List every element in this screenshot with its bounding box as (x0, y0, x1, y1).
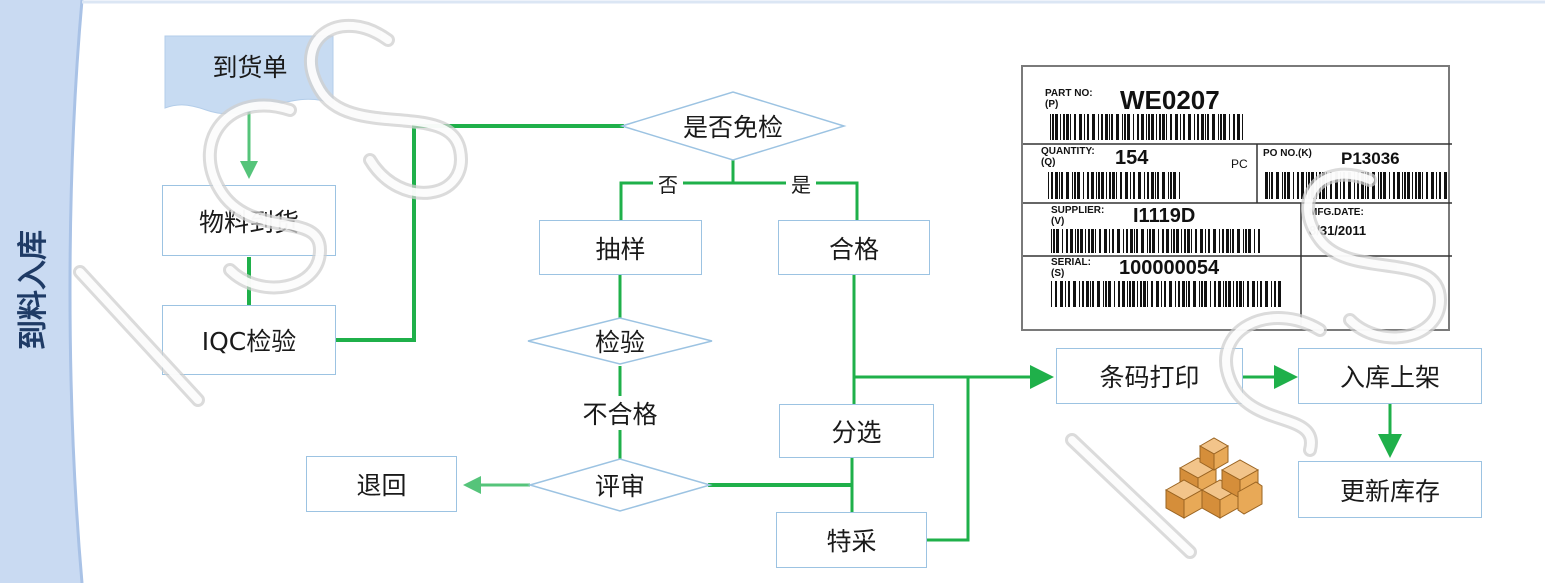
quantity-code: (Q) (1041, 157, 1056, 168)
quantity-unit: PC (1231, 157, 1248, 171)
inspect-label: 检验 (594, 328, 645, 357)
supplier-caption: SUPPLIER: (1051, 205, 1105, 216)
mfg-date-caption: MFG.DATE: (1309, 207, 1364, 218)
inspect-diamond (527, 317, 713, 365)
barcode-print-node: 条码打印 (1056, 348, 1243, 404)
shelving-node: 入库上架 (1298, 348, 1482, 404)
special-purchase-node: 特采 (776, 512, 927, 568)
qualified-node: 合格 (778, 220, 930, 275)
sampling-node: 抽样 (539, 220, 702, 275)
exempt-diamond (619, 91, 847, 161)
review-label: 评审 (594, 472, 645, 501)
exempt-check-label: 是否免检 (682, 113, 783, 142)
yes-branch-label: 是 (786, 169, 816, 197)
mfg-date-value: 8/31/2011 (1309, 223, 1367, 238)
unqualified-label: 不合格 (560, 396, 680, 430)
quantity-value: 154 (1115, 147, 1149, 169)
supplier-value: I1119D (1133, 205, 1196, 227)
part-no-code: (P) (1045, 99, 1059, 110)
iqc-node: IQC检验 (162, 305, 336, 375)
material-arrival-node: 物料到货 (162, 185, 336, 256)
no-branch-label: 否 (653, 169, 683, 197)
serial-caption: SERIAL: (1051, 257, 1091, 268)
arrival-doc-label: 到货单 (212, 53, 288, 82)
supplier-code: (V) (1051, 216, 1065, 227)
po-caption: PO NO.(K) (1263, 148, 1312, 159)
barcode-bars (1048, 114, 1447, 307)
line-iqc-to-exempt (336, 124, 624, 342)
part-no-value: WE0207 (1120, 85, 1220, 115)
part-no-caption: PART NO: (1045, 88, 1093, 99)
return-node: 退回 (306, 456, 457, 512)
serial-code: (S) (1051, 268, 1065, 279)
update-stock-node: 更新库存 (1298, 461, 1482, 518)
quantity-caption: QUANTITY: (1041, 146, 1095, 157)
boxes-icon (1164, 437, 1263, 519)
serial-value: 100000054 (1119, 257, 1220, 279)
barcode-label: PART NO: (P) WE0207 QUANTITY: (Q) 154 PC… (1021, 65, 1452, 331)
line-special-to-barcode (927, 377, 970, 542)
review-diamond (527, 458, 713, 512)
po-value: P13036 (1341, 149, 1400, 168)
barcode-label-lines (1023, 114, 1452, 325)
sorting-node: 分选 (779, 404, 934, 458)
line-exempt-branches (619, 181, 859, 220)
